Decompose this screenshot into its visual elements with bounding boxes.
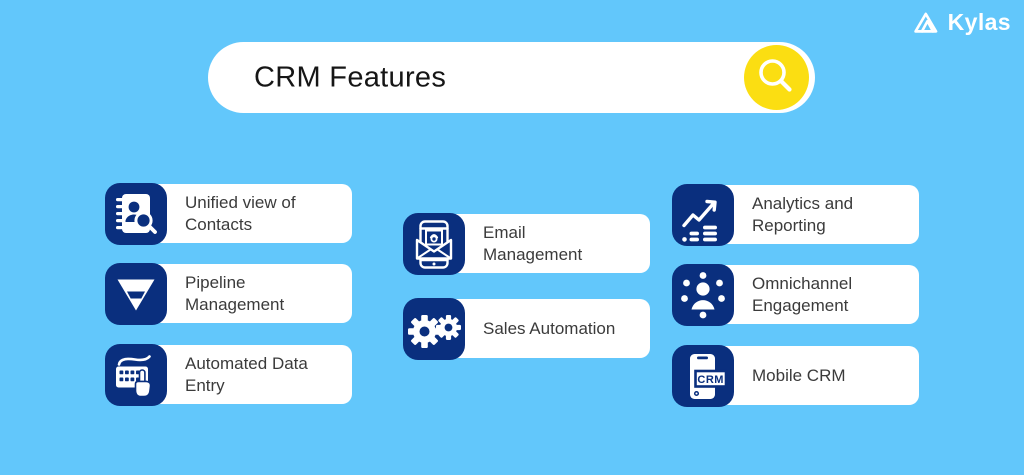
- feature-label: Automated Data Entry: [185, 353, 308, 395]
- feature-label-box: Unified view of Contacts: [131, 184, 352, 243]
- feature-tile: [672, 184, 734, 246]
- feature-tile: [105, 183, 167, 245]
- kylas-logo-text: Kylas: [947, 8, 1011, 35]
- feature-tile: [403, 298, 465, 360]
- search-icon: [759, 59, 792, 92]
- feature-tile: CRM: [672, 345, 734, 407]
- feature-label: Analytics and Reporting: [752, 193, 854, 235]
- feature-card-unified-view-of-contacts[interactable]: Unified view of Contacts: [105, 183, 352, 245]
- feature-card-sales-automation[interactable]: Sales Automation: [403, 298, 650, 360]
- feature-label: Pipeline Management: [185, 272, 285, 314]
- feature-label-box: Analytics and Reporting: [698, 185, 919, 244]
- feature-tile: [403, 213, 465, 275]
- feature-label-box: Omnichannel Engagement: [698, 265, 919, 324]
- feature-card-mobile-crm[interactable]: Mobile CRM CRM: [672, 345, 919, 407]
- search-button[interactable]: [744, 45, 809, 110]
- feature-card-pipeline-management[interactable]: Pipeline Management: [105, 263, 352, 325]
- feature-tile: [105, 344, 167, 406]
- email-phone-icon: [415, 220, 453, 269]
- feature-label: Mobile CRM: [752, 365, 846, 385]
- feature-label-box: Pipeline Management: [131, 264, 352, 323]
- search-bar[interactable]: CRM Features: [208, 42, 815, 113]
- contacts-book-icon: [116, 194, 157, 234]
- automated-data-entry-icon: [116, 355, 152, 398]
- feature-card-analytics-and-reporting[interactable]: Analytics and Reporting: [672, 184, 919, 246]
- feature-label: Sales Automation: [483, 318, 616, 338]
- feature-card-email-management[interactable]: Email Management: [403, 213, 650, 275]
- mobile-crm-icon: CRM: [690, 354, 728, 399]
- analytics-chart-icon: [682, 199, 717, 242]
- feature-label: Omnichannel Engagement: [752, 273, 853, 315]
- pipeline-funnel-icon: [117, 279, 155, 311]
- feature-label-box: Automated Data Entry: [131, 345, 352, 404]
- sales-gears-icon: [408, 315, 461, 348]
- feature-tile: [105, 263, 167, 325]
- feature-card-automated-data-entry[interactable]: Automated Data Entry: [105, 344, 352, 406]
- feature-label-box: Sales Automation: [429, 299, 650, 358]
- feature-card-omnichannel-engagement[interactable]: Omnichannel Engagement: [672, 264, 919, 326]
- feature-label: Email Management: [483, 222, 583, 264]
- kylas-mountain-icon: [913, 12, 937, 33]
- omnichannel-people-icon: [681, 272, 725, 319]
- search-query-text: CRM Features: [254, 61, 447, 93]
- feature-tile: [672, 264, 734, 326]
- feature-label-box: Email Management: [429, 214, 650, 273]
- feature-label: Unified view of Contacts: [185, 192, 296, 234]
- kylas-logo: Kylas: [913, 10, 1011, 34]
- crm-tile-text: CRM: [697, 374, 724, 386]
- feature-label-box: Mobile CRM: [698, 346, 919, 405]
